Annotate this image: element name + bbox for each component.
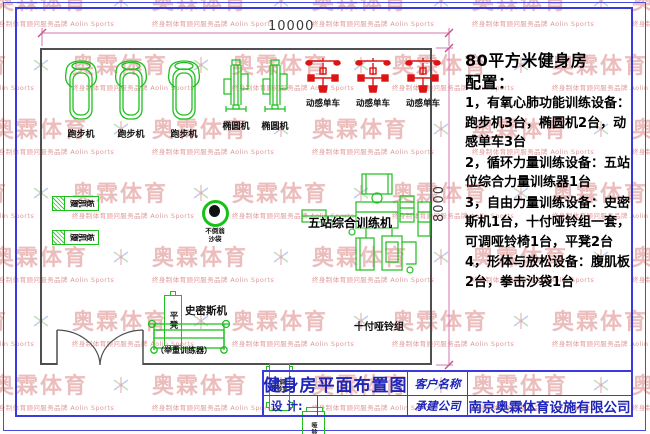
builder-company-name: 南京奥霖体育设施有限公司: [467, 395, 631, 416]
spec-item-2: 2，循环力量训练设备：五站位综合力量训练器1台: [465, 155, 631, 191]
multi-station-icon: [301, 173, 431, 274]
dumbbell-flat-bench-label: 哑铃平凳: [309, 422, 318, 434]
designer-label: 设 计:: [264, 395, 317, 416]
elliptical-label: 椭圆机: [222, 122, 250, 132]
punch-bag-label-line1: 不倒翁: [205, 227, 225, 235]
elliptical-1: 椭圆机: [222, 59, 250, 132]
double-door-icon: [56, 329, 144, 366]
smith-machine-icon: [147, 319, 231, 354]
treadmill-label: 跑步机: [170, 130, 198, 140]
elliptical-icon: [223, 59, 249, 112]
elliptical-label: 椭圆机: [261, 122, 289, 132]
treadmill-label: 跑步机: [67, 130, 95, 140]
punch-bag-icon: [201, 200, 229, 227]
treadmill-icon: [114, 60, 148, 120]
spin-bike-label: 动感单车: [405, 99, 440, 109]
spec-item-4: 4，形体与放松设备：腹肌板2台，拳击沙袋1台: [465, 255, 631, 290]
spin-bike-icon: [305, 58, 341, 93]
customer-name-label: 客户名称: [407, 372, 467, 395]
elliptical-icon: [262, 59, 288, 112]
elliptical-2: 椭圆机: [261, 59, 289, 132]
dumbbell-flat-bench: 哑铃平凳: [302, 407, 325, 434]
spec-item-1: 1，有氧心肺功能训练设备：跑步机3台，椭圆机2台，动感单车3台: [465, 96, 631, 151]
spec-title-line1: 80平方米健身房: [465, 51, 588, 70]
smith-machine-label: 史密斯机: [185, 305, 227, 317]
dumbbell-rack-label: 十付哑铃组: [354, 322, 404, 333]
ab-board-1: 腹肌板: [52, 196, 99, 211]
spin-bike-2: 动感单车: [353, 55, 393, 109]
height-dimension-label: 8000: [432, 184, 448, 223]
spin-bike-3: 动感单车: [403, 55, 443, 109]
floor-plan: 跑步机 跑步机 跑步机 椭圆: [40, 48, 441, 434]
smith-machine-sublabel: （举重训练器）: [156, 346, 212, 355]
builder-label: 承建公司: [407, 395, 467, 416]
ab-board-2: 腹肌板: [52, 230, 99, 245]
customer-name-value: [467, 372, 631, 395]
treadmill-icon: [167, 60, 201, 120]
spin-bike-icon: [405, 58, 441, 93]
designer-value: [317, 395, 407, 416]
width-dimension-label: 10000: [268, 19, 315, 34]
ab-board-hatch: [53, 231, 65, 244]
ab-board-label: 腹肌板: [69, 199, 94, 208]
treadmill-1: 跑步机: [60, 57, 102, 140]
spin-bike-label: 动感单车: [305, 99, 340, 109]
spec-item-3: 3，自由力量训练设备：史密斯机1台，十付哑铃组一套，可调哑铃椅1台，平凳2台: [465, 195, 631, 250]
treadmill-2: 跑步机: [110, 57, 152, 140]
punch-bag: 不倒翁 沙袋: [200, 200, 230, 243]
treadmill-label: 跑步机: [117, 130, 145, 140]
ab-board-label: 腹肌板: [69, 233, 94, 242]
smith-machine: [146, 316, 232, 356]
multi-station-trainer: 五站综合训练机: [300, 172, 434, 282]
spec-title-line2: 配置：: [465, 72, 515, 92]
spin-bike-label: 动感单车: [355, 99, 390, 109]
treadmill-3: 跑步机: [163, 57, 205, 140]
title-block: 健身房平面布置图 客户名称 设 计: 承建公司 南京奥霖体育设施有限公司: [262, 370, 633, 417]
multi-station-label: 五站综合训练机: [308, 216, 393, 230]
spec-panel: 80平方米健身房 配置： 1，有氧心肺功能训练设备：跑步机3台，椭圆机2台，动感…: [465, 50, 635, 292]
spin-bike-1: 动感单车: [303, 55, 343, 109]
flat-bench-label: 平凳: [168, 311, 178, 330]
punch-bag-label-line2: 沙袋: [208, 235, 222, 244]
treadmill-icon: [64, 60, 98, 120]
drawing-title: 健身房平面布置图: [263, 376, 408, 396]
spin-bike-icon: [355, 58, 391, 93]
ab-board-hatch: [53, 197, 65, 210]
